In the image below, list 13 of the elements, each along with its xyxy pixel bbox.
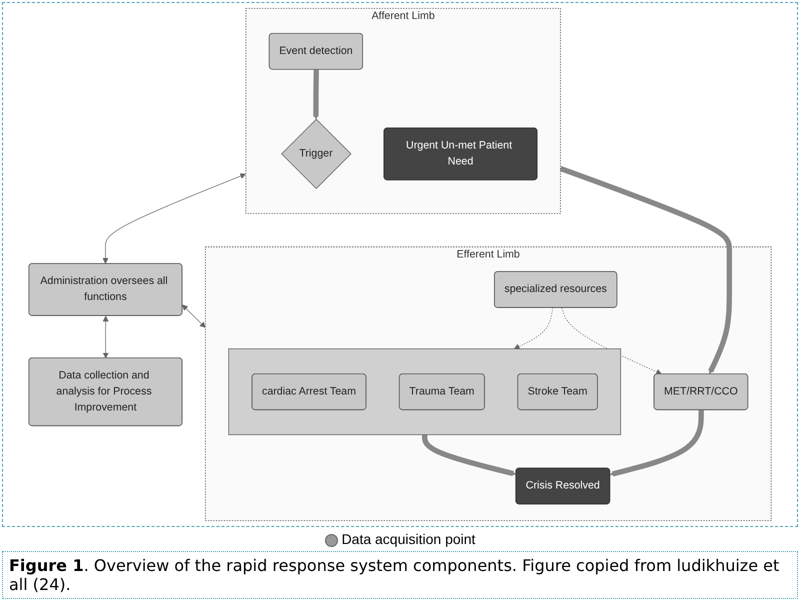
cluster [228,348,622,436]
arrow [560,166,732,374]
arrow [102,316,109,358]
arrow [422,434,516,476]
figure-caption: Figure 1. Overview of the rapid response system components. Figure copied from ludikhuize et all (24). [2,551,798,599]
legend-text: Data acquisition point [342,531,476,547]
arrow [182,304,206,328]
node-diamond: Trigger [281,118,352,190]
arrow [610,410,704,476]
arrow [561,308,662,375]
arrow [102,173,246,264]
arrow [514,307,554,350]
arrow [313,70,319,120]
